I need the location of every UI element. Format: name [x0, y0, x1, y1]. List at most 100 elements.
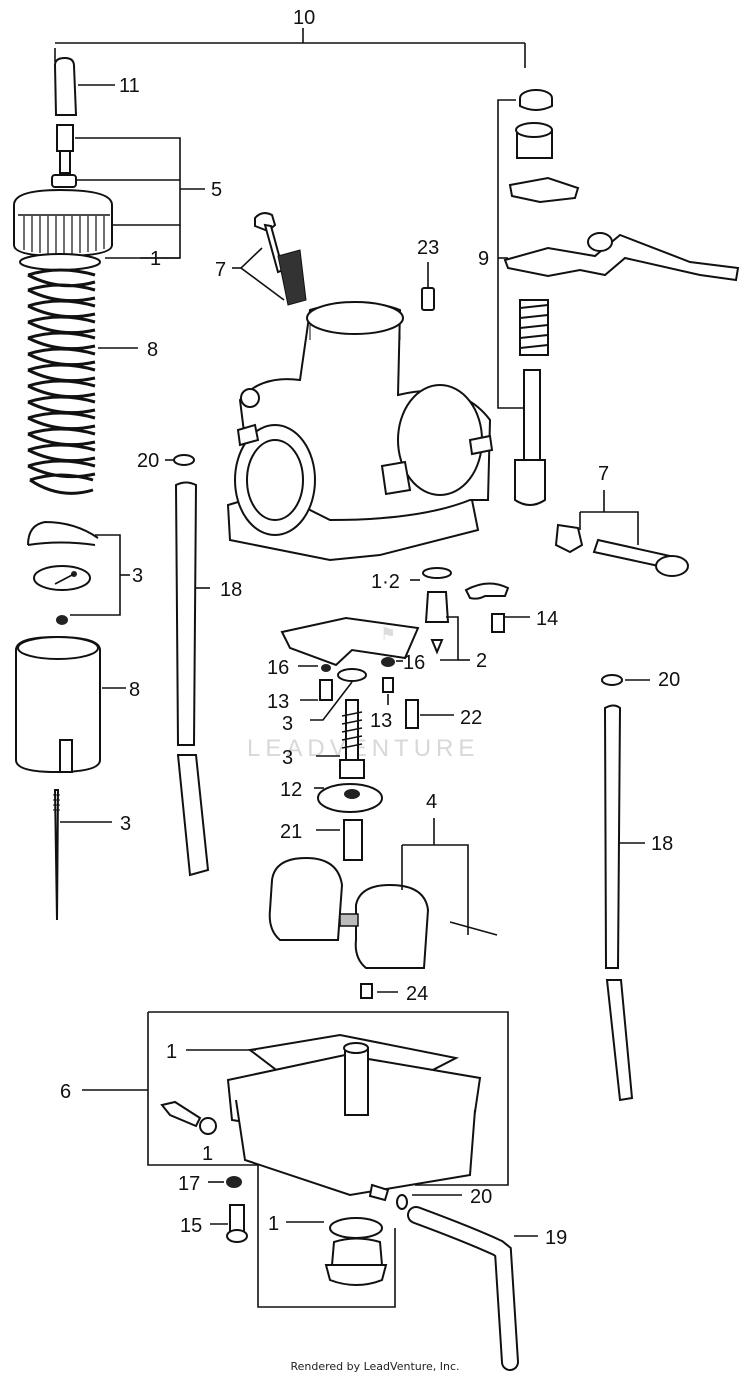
hose-18-right	[603, 704, 634, 1102]
parts-16-13	[319, 657, 419, 729]
svg-text:17: 17	[178, 1173, 200, 1195]
part-15: 15	[180, 1204, 248, 1243]
callout-1-drain: 1	[202, 1143, 213, 1165]
svg-text:9: 9	[478, 248, 489, 270]
callout-1-2: 1·2	[371, 571, 420, 593]
svg-text:16: 16	[403, 652, 425, 674]
top-cap	[13, 188, 113, 271]
svg-text:3: 3	[120, 813, 131, 835]
callout-21: 21	[280, 821, 340, 843]
svg-text:18: 18	[220, 579, 242, 601]
carburetor-body	[226, 301, 494, 562]
footer-credit: Rendered by LeadVenture, Inc.	[290, 1360, 460, 1373]
svg-text:20: 20	[658, 669, 680, 691]
gasket-plate: ⚑	[280, 616, 420, 667]
svg-text:20: 20	[470, 1186, 492, 1208]
callout-18-left: 18	[196, 579, 242, 601]
svg-text:1: 1	[268, 1213, 279, 1235]
svg-text:20: 20	[137, 450, 159, 472]
callout-9: 9	[478, 99, 524, 409]
callout-11: 11	[78, 75, 140, 97]
callout-3-needle: 3	[60, 813, 131, 835]
float-bowl	[226, 1033, 482, 1202]
callout-13-right: 13	[370, 694, 392, 732]
cap-part	[53, 56, 78, 116]
callout-3-clip: 3	[70, 534, 143, 616]
svg-text:8: 8	[147, 339, 158, 361]
svg-text:13: 13	[370, 710, 392, 732]
svg-text:5: 5	[211, 179, 222, 201]
svg-text:12: 12	[280, 779, 302, 801]
svg-text:16: 16	[267, 657, 289, 679]
throttle-slide	[15, 635, 101, 774]
svg-text:22: 22	[460, 707, 482, 729]
svg-text:11: 11	[119, 75, 140, 97]
callout-8-slide: 8	[102, 679, 140, 701]
callout-7-right: 7	[579, 463, 639, 545]
callout-12: 12	[280, 779, 324, 801]
svg-text:15: 15	[180, 1215, 202, 1237]
jet-needle	[53, 789, 60, 921]
right-column-parts	[503, 89, 740, 506]
callout-4: 4	[401, 791, 469, 935]
float-valve	[422, 567, 510, 655]
callout-8-spring: 8	[98, 339, 158, 361]
part-17: 17	[178, 1173, 242, 1195]
callout-19: 19	[514, 1227, 567, 1249]
drain-screw	[160, 1100, 217, 1135]
callout-1-top: 1	[105, 225, 181, 270]
callout-2: 2	[440, 616, 487, 672]
part-23: 23	[417, 237, 439, 311]
callout-14: 14	[505, 608, 558, 630]
svg-text:6: 6	[60, 1081, 71, 1103]
callout-18-right: 18	[620, 833, 673, 855]
callout-16-right: 16	[396, 652, 425, 674]
callout-22: 22	[420, 707, 482, 729]
svg-text:3: 3	[282, 713, 293, 735]
callout-16-left: 16	[267, 657, 318, 679]
callout-6-bracket: 6	[60, 1011, 509, 1308]
throttle-spring	[27, 268, 96, 495]
adjuster-screw	[51, 124, 77, 188]
part-20-right: 20	[601, 669, 680, 691]
part-24: 24	[360, 983, 428, 1005]
svg-text:7: 7	[598, 463, 609, 485]
svg-text:18: 18	[651, 833, 673, 855]
svg-text:1: 1	[150, 248, 161, 270]
drain-plug	[324, 1217, 388, 1286]
svg-text:21: 21	[280, 821, 302, 843]
part-20-bowl: 20	[396, 1186, 492, 1210]
air-screw-right	[554, 523, 689, 577]
callout-10: 10	[54, 7, 526, 68]
callout-3-mid: 3	[282, 681, 353, 735]
callout-1-gasket: 1	[166, 1041, 256, 1063]
svg-text:13: 13	[267, 691, 289, 713]
needle-clip	[27, 520, 99, 625]
svg-text:1: 1	[202, 1143, 213, 1165]
svg-text:4: 4	[426, 791, 437, 813]
hose-19	[407, 1206, 519, 1371]
svg-text:1: 1	[166, 1041, 177, 1063]
svg-text:19: 19	[545, 1227, 567, 1249]
floats	[268, 856, 498, 969]
pilot-screw	[254, 212, 307, 306]
svg-text:2: 2	[476, 650, 487, 672]
svg-text:7: 7	[215, 259, 226, 281]
svg-text:14: 14	[536, 608, 558, 630]
part-20-left: 20	[137, 450, 195, 472]
svg-text:3: 3	[132, 565, 143, 587]
svg-text:3: 3	[282, 747, 293, 769]
callout-13-left: 13	[267, 691, 318, 713]
watermark: LEADVENTURE	[247, 735, 479, 762]
callout-7-top: 7	[215, 247, 285, 301]
svg-text:23: 23	[417, 237, 439, 259]
svg-text:1·2: 1·2	[371, 571, 400, 593]
callout-5: 5	[75, 137, 222, 226]
callout-3-lower: 3	[282, 747, 340, 769]
svg-text:8: 8	[129, 679, 140, 701]
hose-18-left	[174, 481, 210, 877]
callout-1-plug: 1	[268, 1213, 324, 1235]
svg-text:⚑: ⚑	[380, 624, 396, 644]
needle-jet	[317, 699, 383, 861]
